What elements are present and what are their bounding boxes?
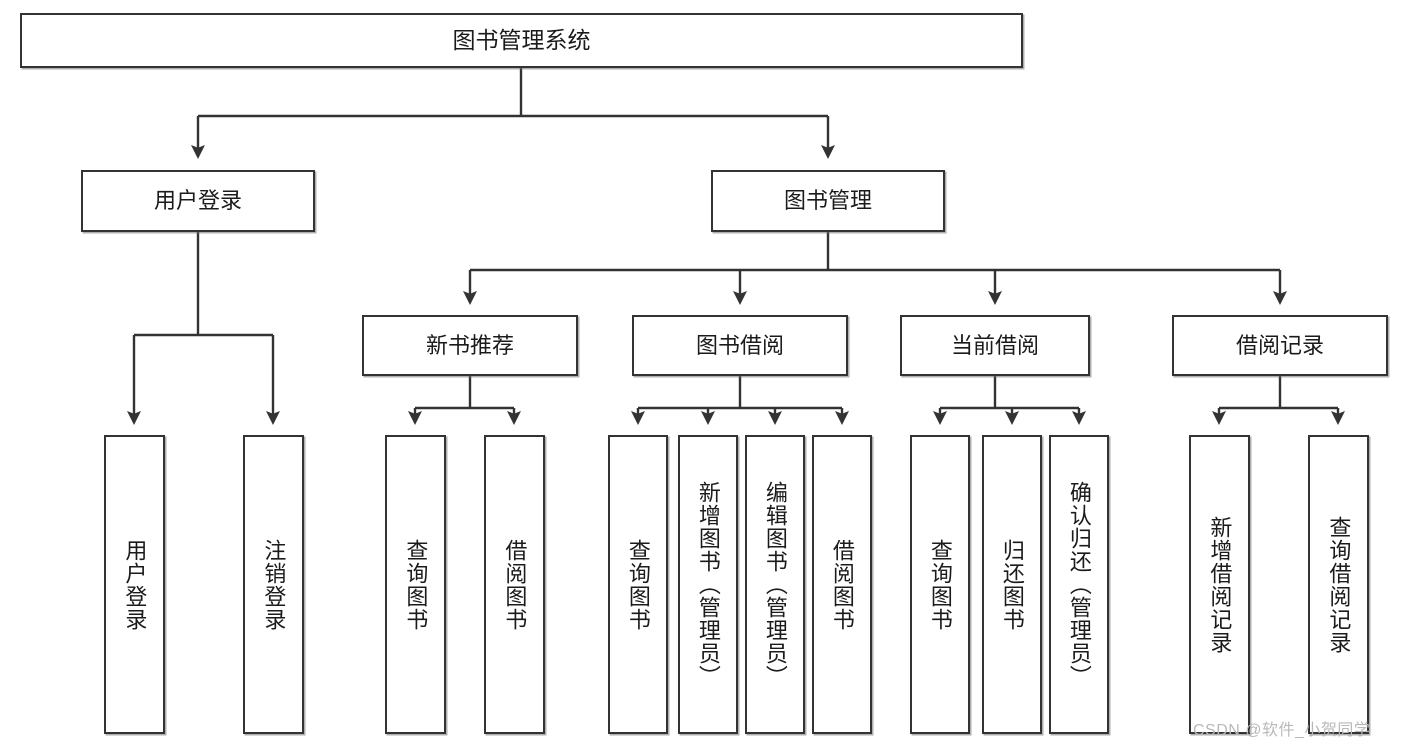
node-current-borrow[interactable]: 当前借阅 [900, 315, 1090, 376]
leaf-current-query-book[interactable]: 查询图书 [910, 435, 970, 734]
leaf-borrow-query-book[interactable]: 查询图书 [608, 435, 668, 734]
node-label: 查询借阅记录 [1326, 515, 1352, 654]
node-book-borrow[interactable]: 图书借阅 [632, 315, 848, 376]
node-label: 当前借阅 [950, 332, 1039, 358]
leaf-user-logout[interactable]: 注销登录 [243, 435, 304, 734]
node-label: 注销登录 [261, 538, 287, 631]
node-label: 借阅记录 [1235, 332, 1324, 358]
node-label: 新增图书（管理员） [695, 481, 721, 688]
node-label: 查询图书 [927, 538, 953, 631]
node-label: 查询图书 [403, 538, 429, 631]
leaf-current-confirm-return[interactable]: 确认归还（管理员） [1049, 435, 1109, 734]
leaf-current-return-book[interactable]: 归还图书 [982, 435, 1042, 734]
leaf-borrow-borrow-book[interactable]: 借阅图书 [812, 435, 872, 734]
node-label: 归还图书 [999, 538, 1025, 631]
leaf-history-query-record[interactable]: 查询借阅记录 [1308, 435, 1369, 734]
node-label: 借阅图书 [829, 538, 855, 631]
node-borrow-history[interactable]: 借阅记录 [1172, 315, 1388, 376]
node-label: 新书推荐 [425, 332, 514, 358]
node-label: 查询图书 [625, 538, 651, 631]
leaf-borrow-edit-book[interactable]: 编辑图书（管理员） [745, 435, 805, 734]
node-label: 图书管理 [783, 188, 872, 214]
node-label: 图书管理系统 [452, 26, 591, 53]
node-label: 确认归还（管理员） [1066, 481, 1092, 688]
leaf-history-add-record[interactable]: 新增借阅记录 [1189, 435, 1250, 734]
node-label: 图书借阅 [695, 332, 784, 358]
node-label: 新增借阅记录 [1207, 515, 1233, 654]
node-label: 用户登录 [153, 188, 242, 214]
leaf-user-login[interactable]: 用户登录 [104, 435, 165, 734]
node-root-system[interactable]: 图书管理系统 [20, 13, 1023, 68]
node-label: 用户登录 [122, 538, 148, 631]
node-book-management-module[interactable]: 图书管理 [711, 170, 945, 232]
node-label: 借阅图书 [502, 538, 528, 631]
leaf-recommend-query-book[interactable]: 查询图书 [385, 435, 446, 734]
node-user-login-module[interactable]: 用户登录 [81, 170, 315, 232]
node-label: 编辑图书（管理员） [762, 481, 788, 688]
leaf-borrow-add-book[interactable]: 新增图书（管理员） [678, 435, 738, 734]
node-new-book-recommend[interactable]: 新书推荐 [362, 315, 578, 376]
leaf-recommend-borrow-book[interactable]: 借阅图书 [484, 435, 545, 734]
